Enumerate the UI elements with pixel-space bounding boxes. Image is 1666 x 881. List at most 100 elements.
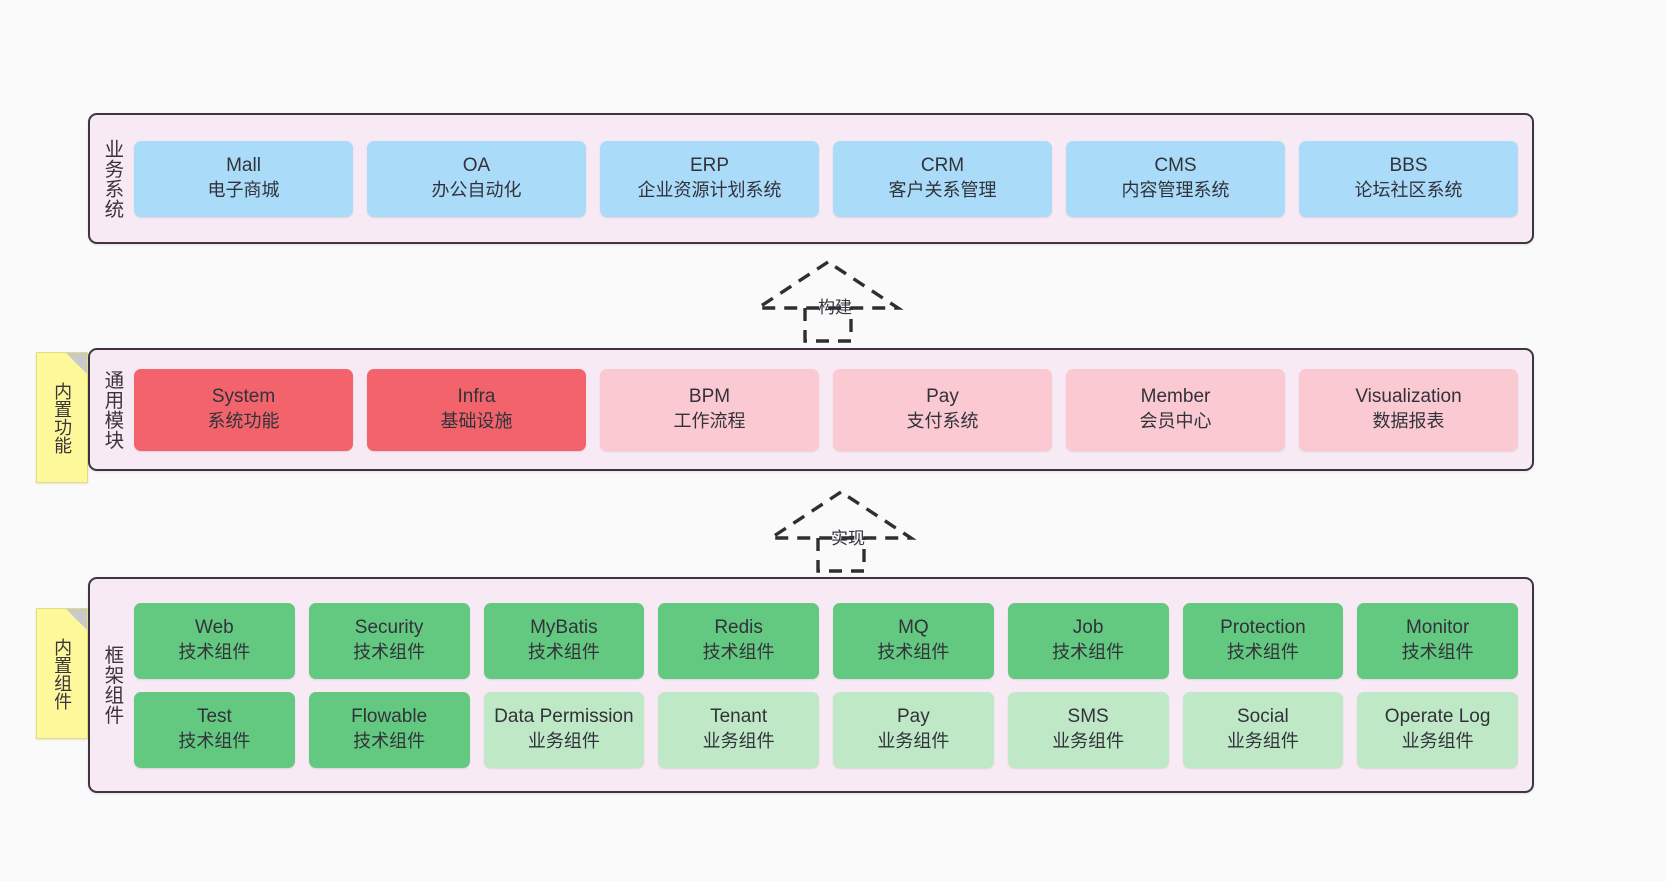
- arrowhead-triangle-icon: [765, 489, 917, 540]
- module-name-cn: 业务组件: [877, 731, 950, 752]
- module-name-en: CRM: [920, 155, 965, 177]
- module-name-en: Web: [195, 617, 234, 639]
- module-name-cn: 业务组件: [527, 731, 600, 752]
- module-box[interactable]: OA 办公自动化: [367, 140, 586, 217]
- module-box[interactable]: Monitor 技术组件: [1357, 602, 1518, 679]
- module-box[interactable]: System 系统功能: [134, 368, 353, 451]
- module-name-en: Operate Log: [1384, 706, 1491, 728]
- module-name-cn: 内容管理系统: [1121, 180, 1230, 201]
- module-box[interactable]: Protection 技术组件: [1182, 602, 1344, 679]
- module-name-en: Mall: [226, 155, 261, 177]
- layer-title-modules: 通用模块: [100, 369, 123, 450]
- module-name-cn: 办公自动化: [431, 180, 522, 201]
- module-box[interactable]: MyBatis 技术组件: [483, 602, 645, 679]
- module-box[interactable]: Member 会员中心: [1066, 368, 1285, 451]
- module-name-en: Tenant: [710, 706, 768, 728]
- module-name-en: Data Permission: [494, 706, 634, 728]
- module-name-en: MQ: [898, 617, 929, 639]
- module-name-cn: 技术组件: [1401, 642, 1474, 663]
- module-name-cn: 会员中心: [1139, 411, 1212, 432]
- module-box[interactable]: Social 业务组件: [1182, 691, 1344, 768]
- module-name-en: System: [211, 386, 276, 408]
- module-name-en: OA: [462, 155, 491, 177]
- module-name-en: Flowable: [351, 706, 428, 728]
- module-name-en: Monitor: [1405, 617, 1470, 639]
- module-box[interactable]: Test 技术组件: [134, 691, 295, 768]
- module-name-en: Pay: [926, 386, 959, 408]
- module-name-cn: 技术组件: [1052, 642, 1125, 663]
- module-box[interactable]: Pay 支付系统: [833, 368, 1052, 451]
- module-name-en: Security: [354, 617, 424, 639]
- module-name-cn: 业务组件: [1226, 731, 1299, 752]
- module-name-en: ERP: [689, 155, 730, 177]
- module-box[interactable]: Data Permission 业务组件: [483, 691, 645, 768]
- sticky-fold-corner-icon: [66, 353, 87, 374]
- module-box[interactable]: Pay 业务组件: [833, 691, 994, 768]
- module-name-cn: 技术组件: [702, 642, 775, 663]
- module-name-cn: 技术组件: [178, 731, 251, 752]
- module-name-cn: 技术组件: [527, 642, 600, 663]
- module-box[interactable]: Operate Log 业务组件: [1357, 691, 1518, 768]
- module-name-cn: 企业资源计划系统: [637, 180, 782, 201]
- module-name-en: Member: [1140, 386, 1211, 408]
- module-name-cn: 工作流程: [673, 411, 746, 432]
- module-name-en: BBS: [1389, 155, 1428, 177]
- module-box[interactable]: SMS 业务组件: [1007, 691, 1169, 768]
- module-name-cn: 基础设施: [440, 411, 513, 432]
- module-name-en: SMS: [1067, 706, 1109, 728]
- module-name-en: Visualization: [1355, 386, 1462, 408]
- connector-stem: [816, 538, 866, 573]
- module-box[interactable]: BBS 论坛社区系统: [1299, 140, 1518, 217]
- module-name-cn: 业务组件: [1401, 731, 1474, 752]
- module-box[interactable]: Tenant 业务组件: [658, 691, 819, 768]
- module-name-cn: 系统功能: [207, 411, 280, 432]
- module-box[interactable]: Flowable 技术组件: [308, 691, 470, 768]
- sticky-fold-corner-icon: [66, 609, 87, 630]
- module-name-cn: 技术组件: [353, 642, 426, 663]
- module-name-en: Pay: [897, 706, 930, 728]
- connector-implement: [761, 489, 921, 573]
- module-name-cn: 业务组件: [1052, 731, 1125, 752]
- module-name-cn: 客户关系管理: [888, 180, 997, 201]
- module-name-en: Social: [1237, 706, 1289, 728]
- layer-title-business: 业务系统: [100, 138, 123, 219]
- module-name-cn: 业务组件: [702, 731, 775, 752]
- module-box[interactable]: Security 技术组件: [308, 602, 470, 679]
- module-name-en: CMS: [1154, 155, 1197, 177]
- layer-framework: 框架组件 Web 技术组件 Security 技术组件 MyBatis 技术组件 Redis 技…: [88, 577, 1534, 793]
- module-box[interactable]: BPM 工作流程: [600, 368, 819, 451]
- module-name-cn: 技术组件: [353, 731, 426, 752]
- module-box[interactable]: Redis 技术组件: [658, 602, 819, 679]
- module-name-cn: 技术组件: [1226, 642, 1299, 663]
- module-box[interactable]: ERP 企业资源计划系统: [600, 140, 819, 217]
- connector-stem: [803, 308, 853, 343]
- module-name-en: Protection: [1220, 617, 1306, 639]
- layer-title-framework: 框架组件: [100, 645, 123, 725]
- module-name-cn: 论坛社区系统: [1354, 180, 1463, 201]
- arrowhead-triangle-icon: [752, 259, 904, 310]
- module-name-en: Redis: [714, 617, 763, 639]
- module-name-en: Test: [196, 706, 232, 728]
- module-name-cn: 技术组件: [178, 642, 251, 663]
- module-name-cn: 数据报表: [1372, 411, 1445, 432]
- module-name-cn: 支付系统: [906, 411, 979, 432]
- sticky-note-modules[interactable]: 内置功能: [36, 352, 88, 483]
- module-box[interactable]: CMS 内容管理系统: [1066, 140, 1285, 217]
- module-name-en: BPM: [688, 386, 731, 408]
- module-box[interactable]: CRM 客户关系管理: [833, 140, 1052, 217]
- module-box[interactable]: Visualization 数据报表: [1299, 368, 1518, 451]
- module-name-cn: 技术组件: [877, 642, 950, 663]
- module-name-en: MyBatis: [530, 617, 598, 639]
- module-box[interactable]: Web 技术组件: [134, 602, 295, 679]
- module-box[interactable]: MQ 技术组件: [833, 602, 994, 679]
- sticky-note-framework[interactable]: 内置组件: [36, 608, 88, 739]
